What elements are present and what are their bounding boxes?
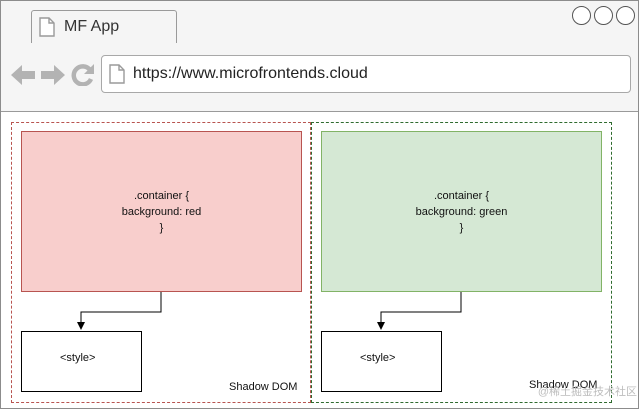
window-control-circle-icon[interactable] <box>616 6 635 25</box>
arrow-container-to-style-left <box>77 292 162 330</box>
tab-title: MF App <box>64 18 120 35</box>
tab-strip: MF App <box>1 1 638 44</box>
shadow-dom-boundary-red <box>11 122 311 403</box>
page-content: .container { background: red } <style> S… <box>1 111 638 409</box>
shadow-dom-label: Shadow DOM <box>529 379 598 391</box>
style-element-box: <style> <box>321 331 442 392</box>
shadow-dom-label: Shadow DOM <box>229 381 298 393</box>
window-controls <box>572 6 635 25</box>
window-control-circle-icon[interactable] <box>572 6 591 25</box>
browser-tab[interactable]: MF App <box>31 10 177 43</box>
watermark: @稀土掘金技术社区 <box>537 386 637 398</box>
css-line: .container { <box>433 189 490 202</box>
container-box-red: .container { background: red } <box>21 131 302 292</box>
style-label: <style> <box>360 352 396 364</box>
address-bar[interactable]: https://www.microfrontends.cloud <box>101 55 631 93</box>
back-arrow-icon[interactable] <box>11 64 35 86</box>
css-line: } <box>459 221 464 234</box>
container-box-green: .container { background: green } <box>321 131 602 292</box>
css-rule-text: .container { background: green } <box>416 188 508 236</box>
window-control-circle-icon[interactable] <box>594 6 613 25</box>
css-line: .container { <box>133 189 190 202</box>
document-icon <box>109 64 125 84</box>
document-icon <box>39 17 55 37</box>
css-rule-text: .container { background: red } <box>122 188 202 236</box>
style-element-box: <style> <box>21 331 142 392</box>
css-line: background: green <box>415 205 508 218</box>
style-label: <style> <box>60 352 96 364</box>
css-line: background: red <box>121 205 202 218</box>
arrow-container-to-style-right <box>377 292 462 330</box>
browser-toolbar: https://www.microfrontends.cloud <box>1 43 638 112</box>
reload-icon[interactable] <box>71 64 95 86</box>
forward-arrow-icon[interactable] <box>41 64 65 86</box>
connector-arrows <box>77 292 462 330</box>
url-text: https://www.microfrontends.cloud <box>133 65 368 82</box>
shadow-dom-boundary-green <box>311 122 612 403</box>
css-line: } <box>159 221 164 234</box>
